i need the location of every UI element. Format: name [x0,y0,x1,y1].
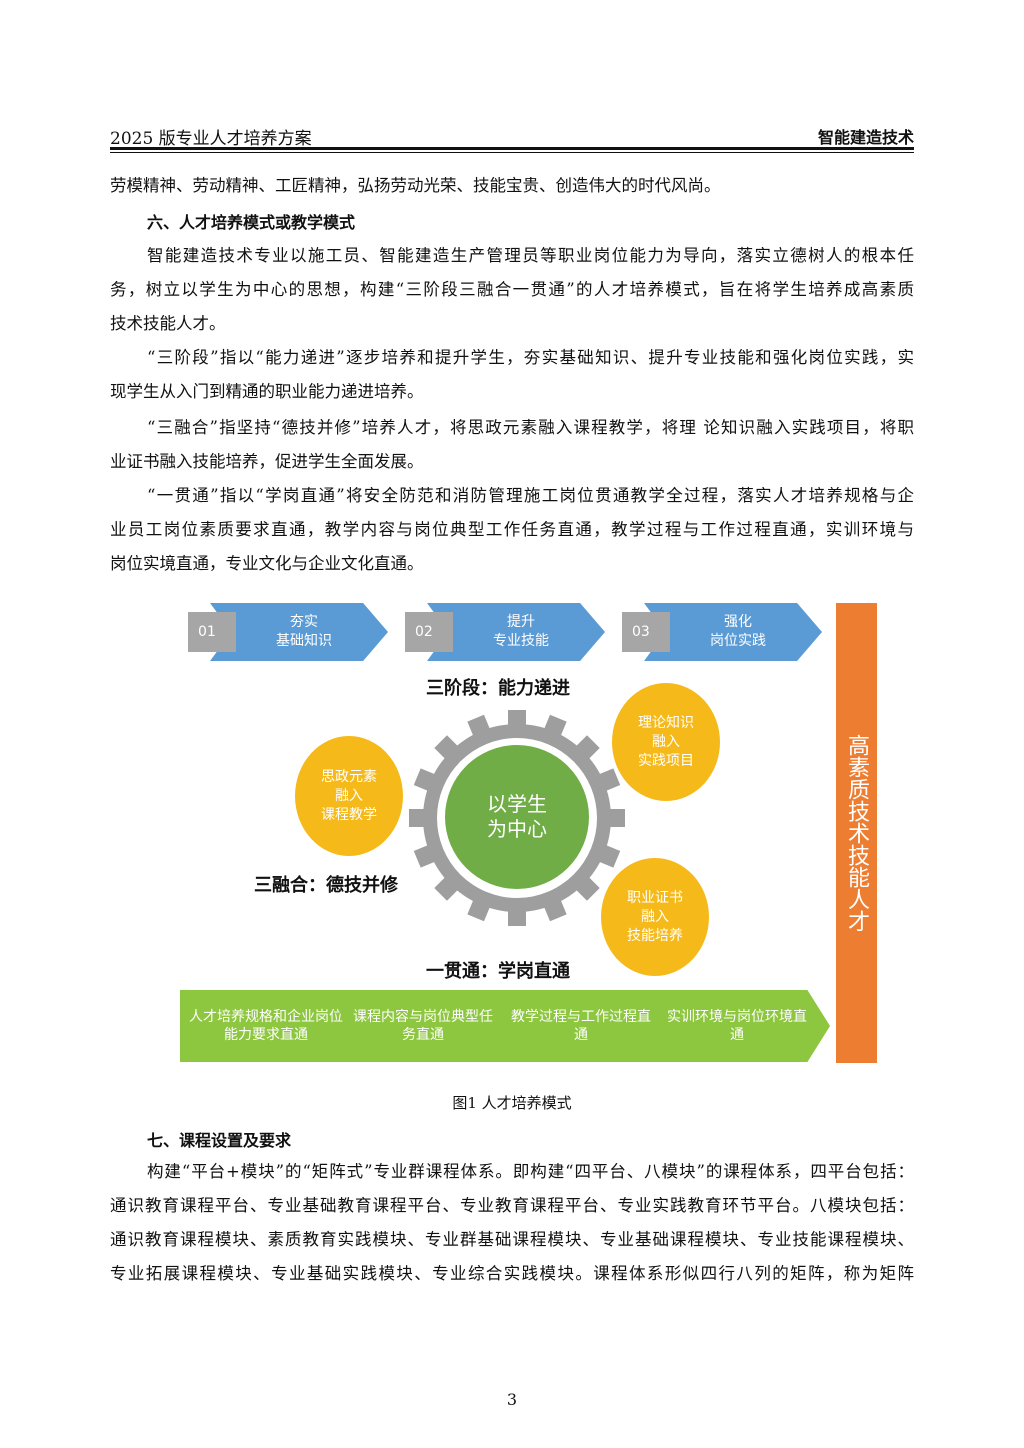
gear-tooth [467,895,492,922]
gear-tooth [594,768,621,793]
gear-tooth [508,906,526,926]
through-label: 课程内容与岗位典型任务直通 [353,1009,493,1043]
section-heading: 六、人才培养模式或教学模式 [147,213,356,232]
through-label: 实训环境与岗位环境直通 [667,1009,807,1043]
center-circle: 以学生 为中心 [445,745,589,889]
stage-number: 01 [188,612,236,652]
gear-tooth [542,714,567,741]
body-line: 业员工岗位素质要求直通，教学内容与岗位典型工作任务直通，教学过程与工作过程直通，… [110,520,914,539]
gear-tooth [572,735,600,763]
through-arrow: 实训环境与岗位环境直通 [642,990,830,1062]
fusion-label: 思政元素 融入 课程教学 [321,768,377,823]
gear-tooth [542,895,567,922]
fusion-label: 职业证书 融入 技能培养 [627,889,683,944]
stage-label: 夯实 基础知识 [276,614,332,649]
gear-tooth [594,843,621,868]
talent-training-diagram: 夯实 基础知识 01 提升 专业技能 02 强化 岗位实践 03 三阶段：能力递… [180,600,880,1070]
fusion-title: 三融合：德技并修 [254,875,398,896]
stage-arrow: 强化 岗位实践 [644,603,822,661]
through-arrow: 课程内容与岗位典型任务直通 [328,990,516,1062]
stage-arrow: 提升 专业技能 [427,603,605,661]
goal-label: 高素质技术技能人才 [844,734,869,932]
gear-tooth [605,809,625,827]
fusion-circle: 理论知识 融入 实践项目 [612,683,720,801]
section-heading: 七、课程设置及要求 [147,1131,292,1150]
fusion-circle: 职业证书 融入 技能培养 [601,858,709,976]
body-line: 现学生从入门到精通的职业能力递进培养。 [110,382,424,401]
body-line: 务，树立以学生为中心的思想，构建“三阶段三融合一贯通”的人才培养模式，旨在将学生… [110,280,914,299]
gear-tooth [434,873,462,901]
center-label: 以学生 为中心 [487,792,547,841]
through-label: 教学过程与工作过程直通 [511,1009,651,1043]
body-line: “三融合”指坚持“德技并修”培养人才，将思政元素融入课程教学，将理 论知识融入实… [147,418,914,437]
header-rule-thin [110,152,914,153]
stage-number: 02 [405,612,453,652]
stage-label: 提升 专业技能 [493,614,549,649]
page-number: 3 [506,1390,518,1409]
body-line: 构建“平台+模块”的“矩阵式”专业群课程体系。即构建“四平台、八模块”的课程体系… [147,1162,914,1181]
stage-arrow: 夯实 基础知识 [210,603,388,661]
goal-bar: 高素质技术技能人才 [836,603,877,1063]
body-line: “一贯通”指以“学岗直通”将安全防范和消防管理施工岗位贯通教学全过程，落实人才培… [147,486,914,505]
gear-tooth [413,768,440,793]
stage-number: 03 [622,612,670,652]
header-right: 智能建造技术 [817,128,914,147]
gear-tooth [572,873,600,901]
gear-tooth [409,809,429,827]
gear-tooth [413,843,440,868]
through-arrow: 教学过程与工作过程直通 [486,990,674,1062]
gear-tooth [467,714,492,741]
header-left: 2025 版专业人才培养方案 [110,129,312,149]
gear-tooth [508,710,526,730]
body-line: 岗位实境直通，专业文化与企业文化直通。 [110,554,424,573]
gear-tooth [434,735,462,763]
fusion-circle: 思政元素 融入 课程教学 [295,736,403,856]
through-label: 人才培养规格和企业岗位能力要求直通 [189,1009,343,1043]
body-line: 通识教育课程平台、专业基础教育课程平台、专业教育课程平台、专业实践教育环节平台。… [110,1196,914,1215]
body-line: 通识教育课程模块、素质教育实践模块、专业群基础课程模块、专业基础课程模块、专业技… [110,1230,914,1249]
fusion-label: 理论知识 融入 实践项目 [638,714,694,769]
body-line: 技术技能人才。 [110,314,226,333]
body-line: 劳模精神、劳动精神、工匠精神，弘扬劳动光荣、技能宝贵、创造伟大的时代风尚。 [110,176,721,195]
body-line: 专业拓展课程模块、专业基础实践模块、专业综合实践模块。课程体系形似四行八列的矩阵… [110,1264,914,1283]
header-rule [110,147,914,150]
stage-title: 三阶段：能力递进 [426,678,570,699]
figure-caption: 图1 人才培养模式 [452,1094,572,1112]
body-line: “三阶段”指以“能力递进”逐步培养和提升学生，夯实基础知识、提升专业技能和强化岗… [147,348,914,367]
through-title: 一贯通：学岗直通 [426,961,570,982]
stage-label: 强化 岗位实践 [710,614,766,649]
body-line: 智能建造技术专业以施工员、智能建造生产管理员等职业岗位能力为导向，落实立德树人的… [147,246,914,265]
body-line: 业证书融入技能培养，促进学生全面发展。 [110,452,424,471]
